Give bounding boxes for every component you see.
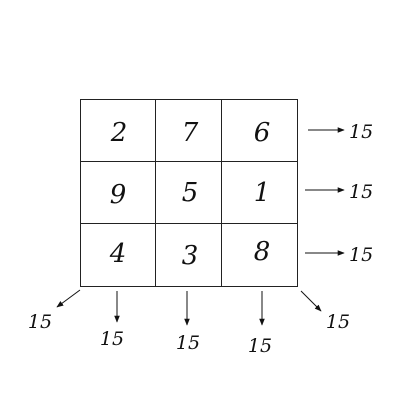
column-2-sum-label: 15 — [176, 332, 200, 354]
cell-numbers: 2 7 6 9 5 1 4 3 8 — [109, 118, 271, 271]
cell-r3-c2: 3 — [182, 241, 199, 271]
column-1-sum-label: 15 — [100, 328, 124, 350]
cell-r2-c1: 9 — [110, 180, 127, 210]
row-3-sum-label: 15 — [349, 244, 373, 266]
cell-r2-c3: 1 — [254, 178, 271, 208]
row-sums: 15 15 15 — [305, 121, 373, 266]
cell-r3-c1: 4 — [109, 239, 127, 269]
main-diagonal-sum-label: 15 — [326, 311, 350, 333]
diagonal-sums: 15 15 — [28, 289, 350, 333]
row-1-sum-label: 15 — [349, 121, 373, 143]
cell-r1-c3: 6 — [254, 118, 271, 148]
anti-diagonal-sum-label: 15 — [28, 311, 52, 333]
cell-r2-c2: 5 — [182, 178, 199, 208]
column-sums: 15 15 15 — [100, 291, 272, 357]
column-3-sum-label: 15 — [248, 335, 272, 357]
grid-border — [80, 99, 298, 287]
grid — [80, 99, 298, 287]
anti-diagonal-arrow — [56, 289, 81, 308]
main-diagonal-arrow — [300, 290, 322, 312]
cell-r1-c1: 2 — [110, 118, 128, 148]
cell-r1-c2: 7 — [182, 118, 199, 148]
cell-r3-c3: 8 — [254, 237, 271, 267]
row-2-sum-label: 15 — [349, 181, 373, 203]
